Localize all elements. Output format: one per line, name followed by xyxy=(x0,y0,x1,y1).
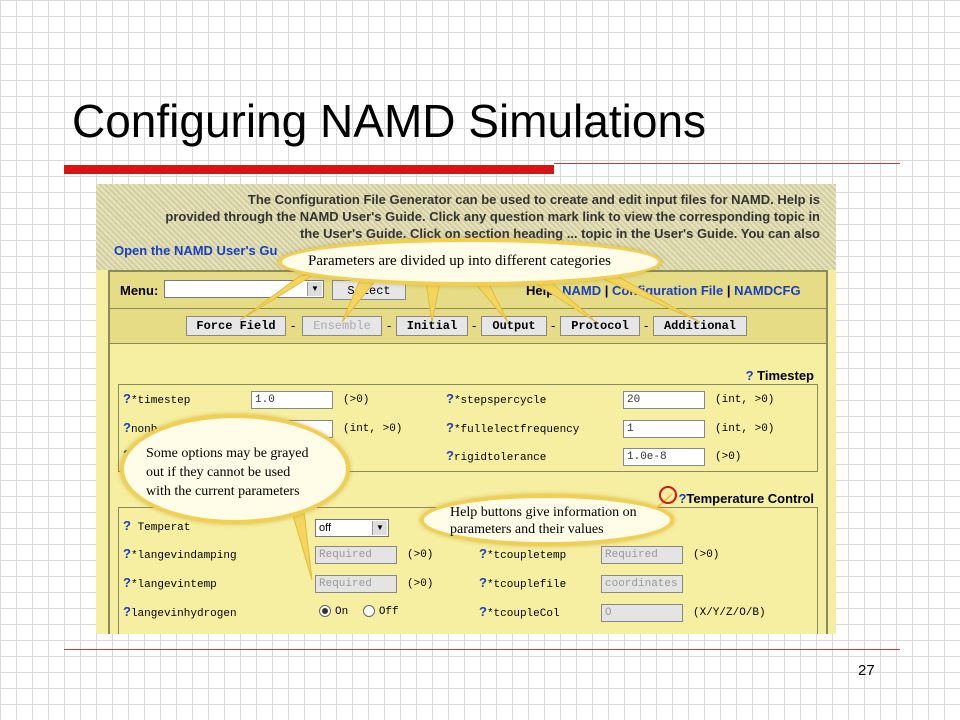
tcouplefile-input[interactable]: coordinates xyxy=(601,575,683,593)
tab-separator: - xyxy=(387,318,392,333)
namd-config-screenshot: The Configuration File Generator can be … xyxy=(96,184,836,634)
menu-select[interactable]: ▼ xyxy=(164,280,324,298)
langevintemp-label: ?*langevintemp xyxy=(123,575,217,591)
tcouplecol-input[interactable]: O xyxy=(601,604,683,622)
intro-text: The Configuration File Generator can be … xyxy=(114,191,820,242)
fullelectfrequency-hint: (int, >0) xyxy=(715,423,775,435)
rigidtolerance-input[interactable]: 1.0e-8 xyxy=(623,448,705,466)
question-icon[interactable]: ? xyxy=(446,420,454,435)
timestep-hint: (>0) xyxy=(343,394,370,406)
title-underline-thin xyxy=(554,163,900,164)
timestep-box: ?*timestep 1.0 (>0) ?nonb (int, >0) ? ?*… xyxy=(118,384,818,472)
tab-separator: - xyxy=(472,318,477,333)
help-link-namdcfg[interactable]: NAMDCFG xyxy=(734,283,801,298)
chevron-down-icon[interactable]: ▼ xyxy=(307,282,322,296)
tab-ensemble[interactable]: Ensemble xyxy=(302,316,382,336)
nonbonded-hint: (int, >0) xyxy=(343,423,403,435)
nonbonded-input[interactable] xyxy=(251,420,333,438)
question-icon[interactable]: ? xyxy=(123,546,131,561)
menu-row: Menu: ▼ Select Help: NAMD | Configuratio… xyxy=(110,272,826,309)
third-row-label: ? xyxy=(123,447,131,463)
rigidtolerance-hint: (>0) xyxy=(715,451,742,463)
slide-title: Configuring NAMD Simulations xyxy=(72,95,707,147)
help-links: Help: NAMD | Configuration File | NAMDCF… xyxy=(526,283,801,298)
question-icon[interactable]: ? xyxy=(123,420,131,435)
radio-on[interactable] xyxy=(319,605,331,617)
help-separator: | xyxy=(604,283,609,298)
question-icon[interactable]: ? xyxy=(446,448,454,463)
nonbonded-label: ?nonb xyxy=(123,420,158,436)
help-link-configuration-file[interactable]: Configuration File xyxy=(612,283,724,298)
intro-line: The Configuration File Generator can be … xyxy=(247,192,820,207)
question-icon[interactable]: ? xyxy=(123,447,131,462)
tcoupletemp-label: ?*tcoupletemp xyxy=(479,546,567,562)
langevindamping-hint: (>0) xyxy=(407,549,434,561)
langevinhydrogen-label: ?langevinhydrogen xyxy=(123,604,237,620)
langevindamping-input[interactable]: Required xyxy=(315,546,397,564)
question-icon[interactable]: ? xyxy=(745,368,754,383)
open-users-guide-link[interactable]: Open the NAMD User's Gu xyxy=(114,243,278,258)
question-icon[interactable]: ? xyxy=(123,575,131,590)
question-icon[interactable]: ? xyxy=(479,575,487,590)
chevron-down-icon[interactable]: ▼ xyxy=(372,521,387,535)
question-icon[interactable]: ? xyxy=(123,604,131,619)
fullelectfrequency-input[interactable]: 1 xyxy=(623,420,705,438)
radio-off[interactable] xyxy=(362,605,375,617)
question-icon[interactable]: ? xyxy=(479,604,487,619)
langevintemp-hint: (>0) xyxy=(407,578,434,590)
tcouplefile-label: ?*tcouplefile xyxy=(479,575,567,591)
stepspercycle-label: ?*stepspercycle xyxy=(446,391,547,407)
temperature-control-label: ? Temperat xyxy=(123,518,191,534)
question-icon[interactable]: ? xyxy=(123,518,131,533)
langevinhydrogen-radios: On Off xyxy=(319,605,399,618)
timestep-label: ?*timestep xyxy=(123,391,191,407)
tcouplecol-hint: (X/Y/Z/O/B) xyxy=(693,607,766,619)
intro-line: provided through the NAMD User's Guide. … xyxy=(165,209,820,224)
radio-off-label: Off xyxy=(378,605,399,618)
tcoupletemp-hint: (>0) xyxy=(693,549,720,561)
timestep-heading: ? Timestep xyxy=(746,368,814,383)
help-label: Help: xyxy=(526,283,559,298)
tab-output[interactable]: Output xyxy=(481,316,547,336)
intro-area: The Configuration File Generator can be … xyxy=(96,184,836,270)
langevindamping-label: ?*langevindamping xyxy=(123,546,237,562)
fullelectfrequency-label: ?*fullelectfrequency xyxy=(446,420,580,436)
config-panel: Menu: ▼ Select Help: NAMD | Configuratio… xyxy=(108,270,828,634)
help-link-namd[interactable]: NAMD xyxy=(562,283,602,298)
stepspercycle-hint: (int, >0) xyxy=(715,394,775,406)
tab-initial[interactable]: Initial xyxy=(396,316,468,336)
temperature-box: ? Temperat off ▼ ?*langevindamping Requi… xyxy=(118,507,818,634)
title-underline-accent xyxy=(64,165,554,174)
menu-label: Menu: xyxy=(120,283,159,298)
tcoupletemp-input[interactable]: Required xyxy=(601,546,683,564)
timestep-heading-label[interactable]: Timestep xyxy=(757,368,814,383)
tab-separator: - xyxy=(291,318,296,333)
radio-on-label: On xyxy=(335,605,349,618)
select-button[interactable]: Select xyxy=(332,280,406,300)
tab-protocol[interactable]: Protocol xyxy=(560,316,640,336)
slide-number: 27 xyxy=(858,662,875,679)
temperature-heading: ?Temperature Control xyxy=(678,491,814,506)
temperature-control-value: off xyxy=(319,522,332,534)
question-icon[interactable]: ? xyxy=(446,391,454,406)
rigidtolerance-label: ?rigidtolerance xyxy=(446,448,547,464)
tab-separator: - xyxy=(551,318,556,333)
question-icon[interactable]: ? xyxy=(123,391,131,406)
langevintemp-input[interactable]: Required xyxy=(315,575,397,593)
intro-line: the User's Guide. Click on section headi… xyxy=(299,226,820,241)
temperature-control-select[interactable]: off ▼ xyxy=(315,519,389,537)
category-tabs: Force Field - Ensemble - Initial - Outpu… xyxy=(110,309,826,344)
stepspercycle-input[interactable]: 20 xyxy=(623,391,705,409)
question-icon[interactable]: ? xyxy=(678,491,687,506)
tcouplecol-label: ?*tcoupleCol xyxy=(479,604,560,620)
tab-force-field[interactable]: Force Field xyxy=(186,316,286,336)
footer-rule xyxy=(64,649,900,650)
help-separator: | xyxy=(726,283,731,298)
question-icon[interactable]: ? xyxy=(479,546,487,561)
temperature-heading-label[interactable]: Temperature Control xyxy=(686,491,814,506)
tab-additional[interactable]: Additional xyxy=(653,316,747,336)
tab-separator: - xyxy=(644,318,649,333)
timestep-input[interactable]: 1.0 xyxy=(251,391,333,409)
